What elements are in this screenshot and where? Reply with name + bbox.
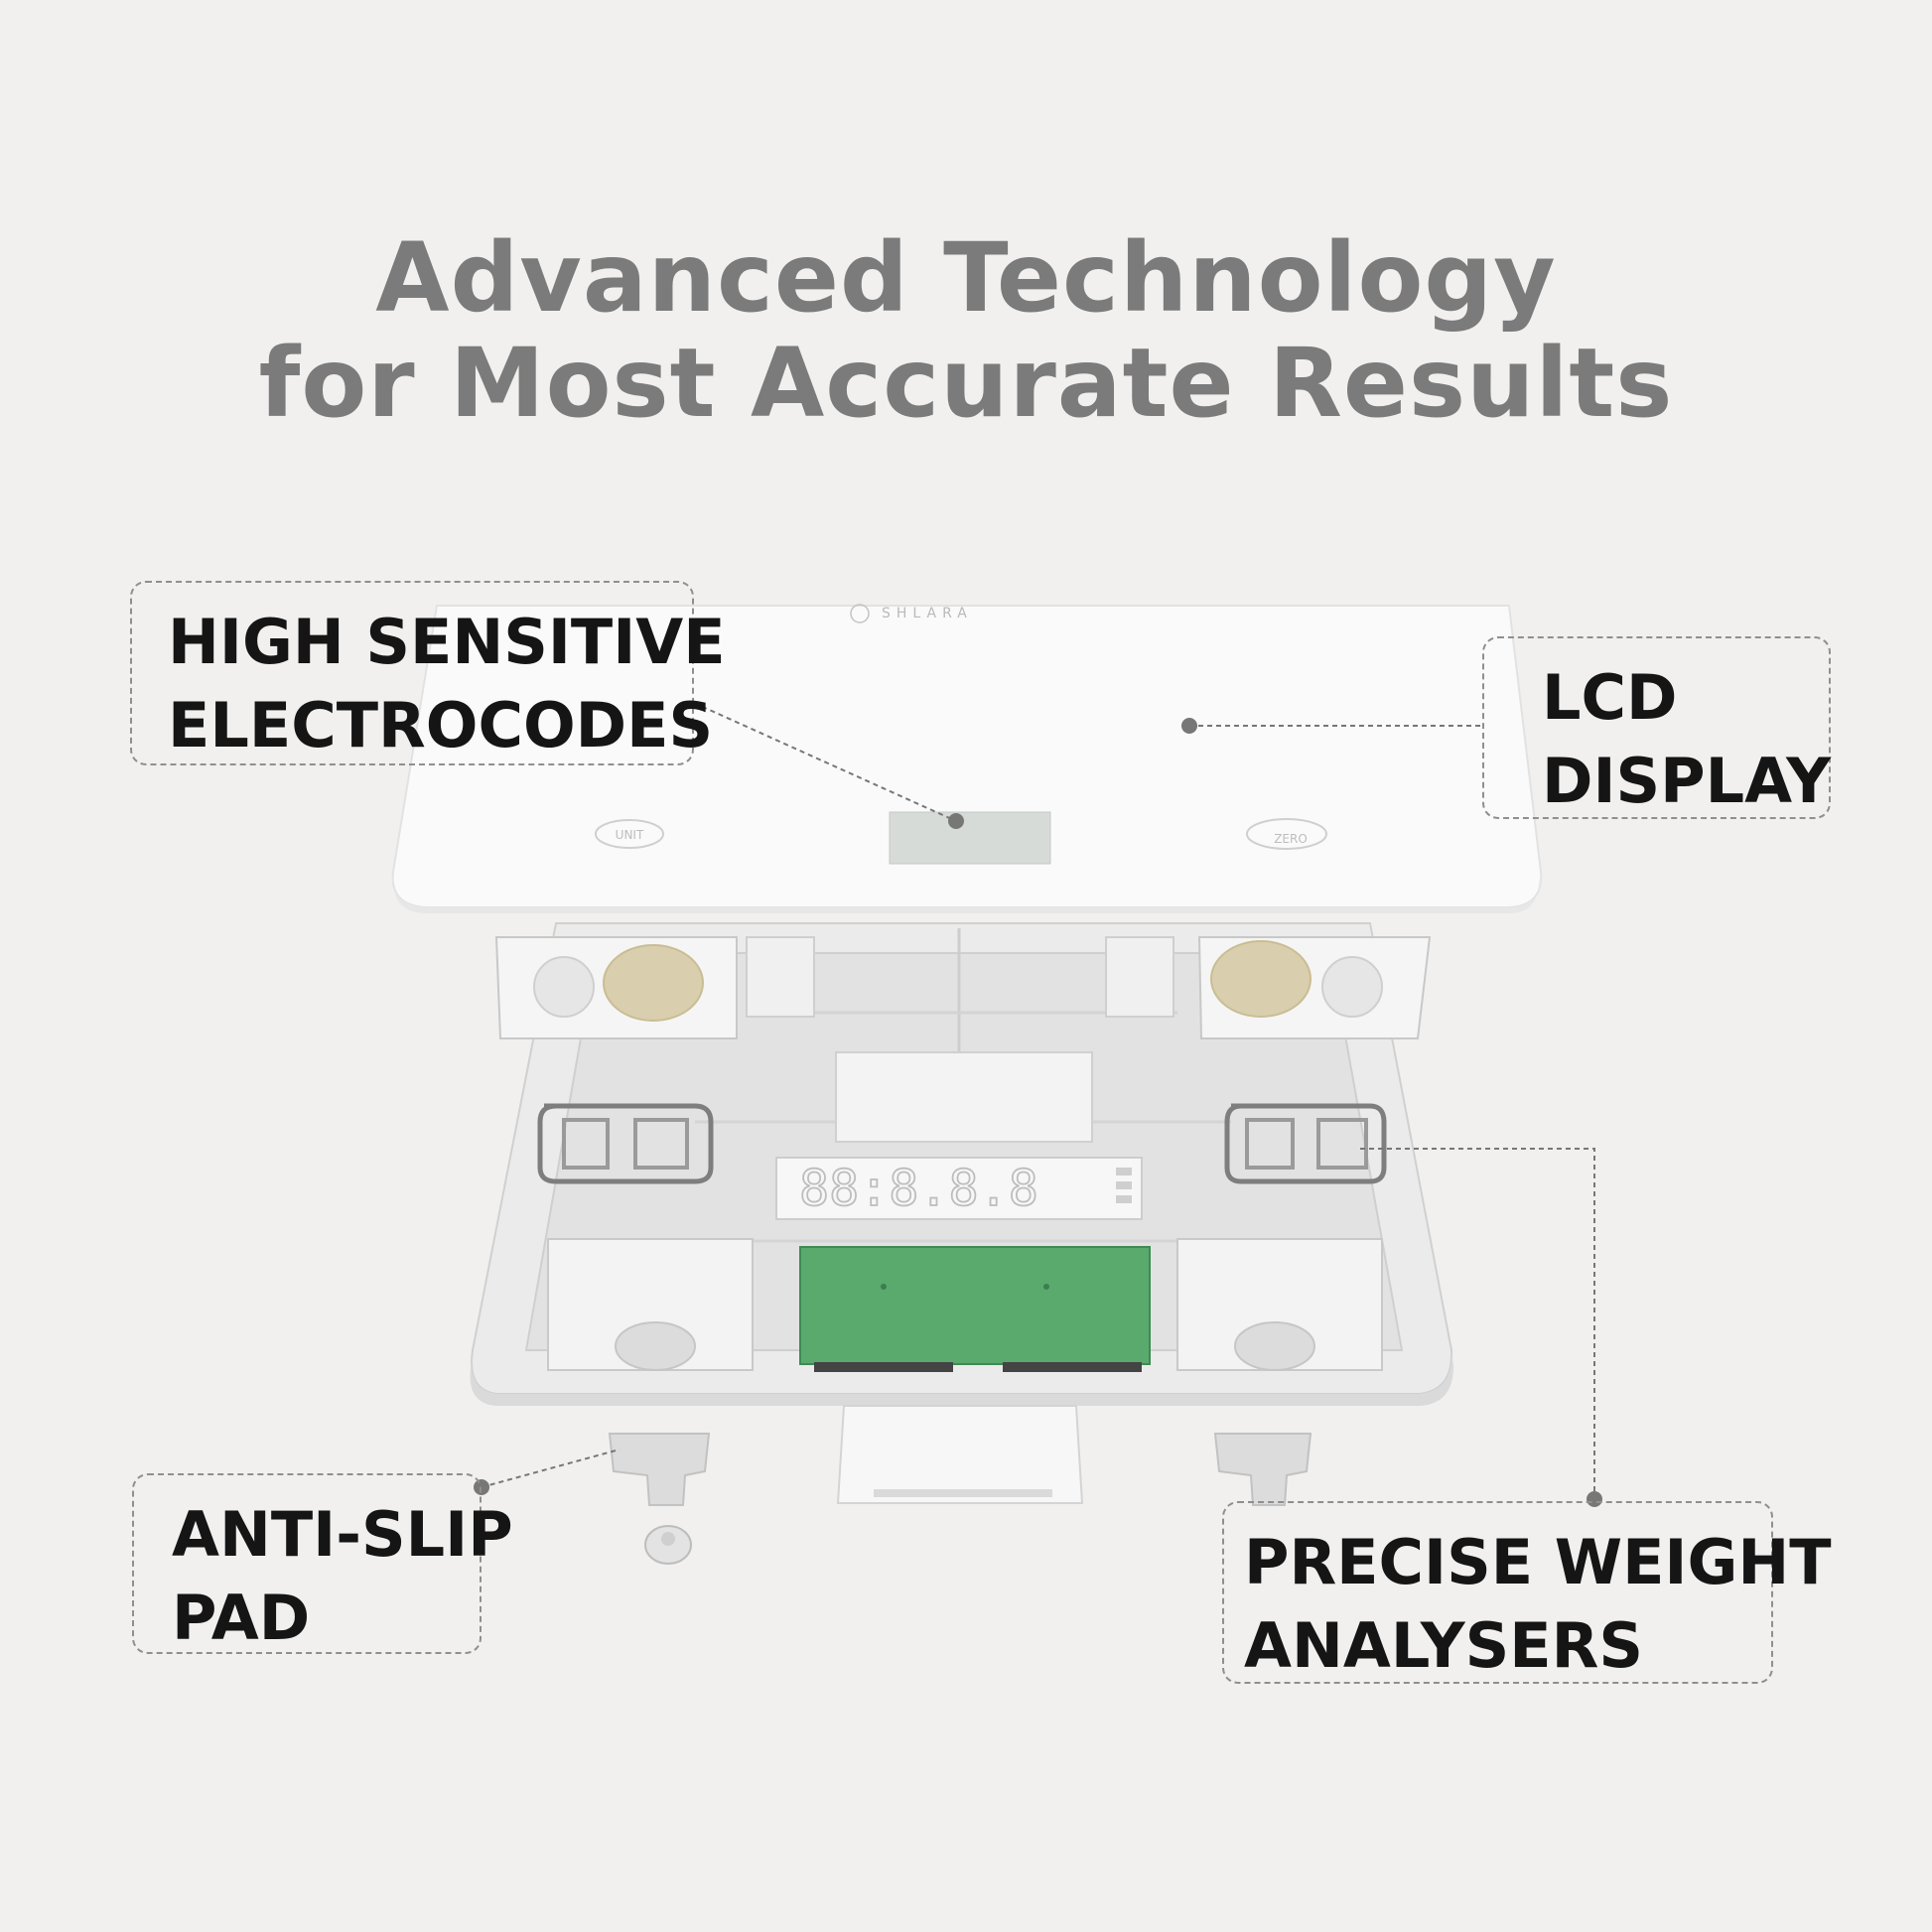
zero-button xyxy=(1246,818,1327,850)
leader-analysers xyxy=(1360,1148,1595,1499)
load-cell-spring-left xyxy=(537,1103,714,1184)
electrode-module-right xyxy=(1197,936,1432,1039)
leader-dot-electrodes xyxy=(948,813,964,829)
heading-line-2: for Most Accurate Results xyxy=(258,328,1674,439)
unit-button xyxy=(595,819,664,849)
leader-dot-lcd xyxy=(1181,718,1197,734)
callout-analysers-line-2: ANALYSERS xyxy=(1244,1609,1644,1682)
callout-lcd-line-1: LCD xyxy=(1542,661,1678,734)
foot-right xyxy=(1213,1433,1312,1506)
circuit-board xyxy=(799,1246,1151,1372)
brand-logo: SHLARA xyxy=(882,606,973,621)
scale-base-housing: 88:8.8.8 xyxy=(470,922,1453,1406)
brand-mark-icon xyxy=(850,604,870,623)
battery-cover xyxy=(836,1405,1084,1504)
foot-left xyxy=(608,1433,711,1506)
control-box xyxy=(835,1051,1093,1143)
scale-top-platform: SHLARA UNIT ZERO xyxy=(391,604,1543,913)
unit-button-label: UNIT xyxy=(616,828,644,842)
anti-slip-pad-piece xyxy=(644,1525,692,1565)
leader-dot-analysers xyxy=(1587,1491,1602,1507)
corner-compartment-right xyxy=(1176,1238,1383,1371)
lcd-display-window xyxy=(889,811,1051,865)
callout-precise-weight-analysers: PRECISE WEIGHT ANALYSERS xyxy=(1222,1501,1832,1684)
callout-lcd-display: LCD DISPLAY xyxy=(1482,636,1831,819)
callout-analysers-line-1: PRECISE WEIGHT xyxy=(1244,1526,1832,1598)
callout-electrodes-line-2: ELECTROCODES xyxy=(168,689,714,761)
callout-anti-slip-pad: ANTI-SLIP PAD xyxy=(132,1473,513,1654)
leader-electrodes xyxy=(693,702,957,822)
corner-compartment-left xyxy=(547,1238,754,1371)
electrode-pad-right xyxy=(1210,940,1311,1018)
callout-lcd-line-2: DISPLAY xyxy=(1542,745,1832,817)
electrode-module-left xyxy=(494,936,738,1039)
load-cell-spring-right xyxy=(1224,1103,1387,1184)
leader-antislip xyxy=(481,1449,621,1488)
zero-button-label: ZERO xyxy=(1274,832,1308,846)
lcd-segment-digits: 88:8.8.8 xyxy=(799,1160,1038,1217)
lcd-module: 88:8.8.8 xyxy=(775,1157,1143,1220)
callout-electrodes-line-1: HIGH SENSITIVE xyxy=(168,606,726,678)
electrode-pad-left xyxy=(603,944,704,1022)
callout-high-sensitive-electrocodes: HIGH SENSITIVE ELECTROCODES xyxy=(130,581,726,765)
callout-antislip-line-2: PAD xyxy=(172,1582,311,1654)
callout-antislip-line-1: ANTI-SLIP xyxy=(172,1498,513,1571)
heading-line-1: Advanced Technology xyxy=(375,222,1557,334)
